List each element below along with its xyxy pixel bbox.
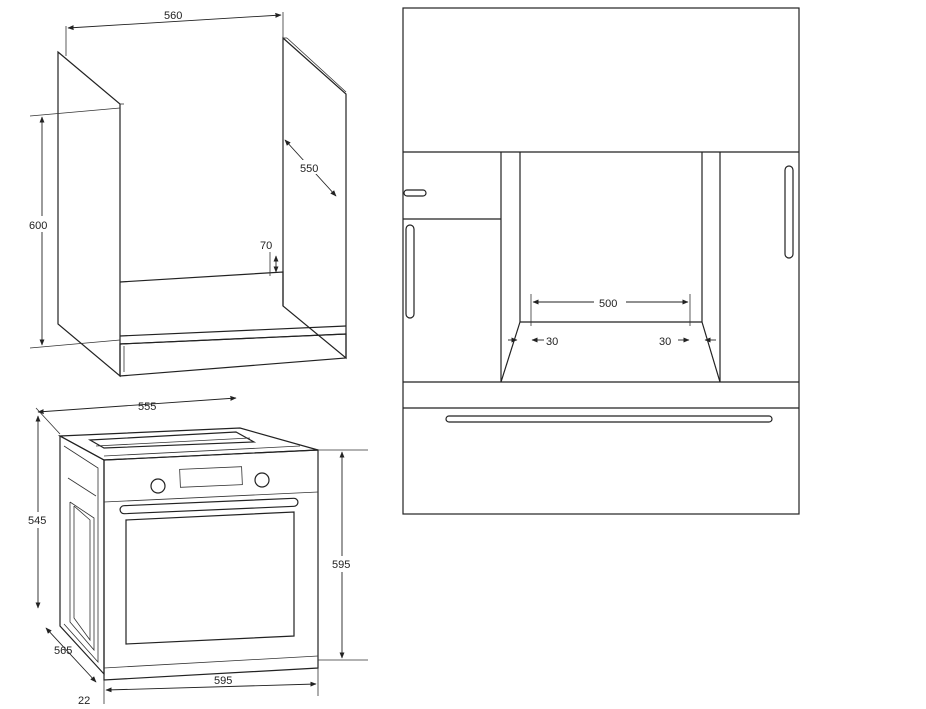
oven-drawing: 555 545 565 595 595 22 xyxy=(26,395,368,707)
oven-left-knob xyxy=(150,478,166,494)
oven-top-depth-label: 555 xyxy=(138,401,156,413)
cabinet-depth-label: 550 xyxy=(300,163,318,175)
oven-top-surface xyxy=(57,427,319,461)
oven-right-knob xyxy=(254,472,270,488)
cabinet-rear-gap-label: 70 xyxy=(260,240,272,252)
cabinet-depth-dimension: 550 xyxy=(284,139,337,197)
oven-side-height-label: 545 xyxy=(28,515,46,527)
niche-width-dimension: 500 xyxy=(530,294,691,326)
oven-door-offset-label: 22 xyxy=(78,695,90,707)
right-clearance-label: 30 xyxy=(659,336,671,348)
oven-door-window xyxy=(125,511,295,645)
cabinet-right-panel xyxy=(282,36,347,360)
cabinet-drawing: 560 600 550 70 xyxy=(28,10,347,378)
oven-front-height-dimension: 595 xyxy=(318,449,368,661)
oven-front-width-dimension: 595 xyxy=(103,668,319,704)
oven-body-depth-dimension: 565 xyxy=(45,627,97,683)
cabinet-width-dimension: 560 xyxy=(65,10,284,56)
left-clearance-label: 30 xyxy=(546,336,558,348)
cabinet-plinth xyxy=(119,333,347,377)
left-drawer-handle xyxy=(403,189,427,197)
right-door-handle xyxy=(784,165,794,259)
oven-front-height-label: 595 xyxy=(332,559,350,571)
bottom-drawer-handle xyxy=(445,415,773,423)
right-clearance-dimension: 30 xyxy=(659,336,716,348)
oven-door-offset-dimension: 22 xyxy=(78,695,90,707)
oven-front-width-label: 595 xyxy=(214,675,232,687)
oven-display xyxy=(179,466,243,488)
cabinet-height-dimension: 600 xyxy=(28,107,121,349)
oven-side-body xyxy=(59,434,105,676)
cabinet-width-label: 560 xyxy=(164,10,182,22)
front-view-outline xyxy=(402,7,800,515)
right-cabinet-door xyxy=(719,152,794,382)
cabinet-height-label: 600 xyxy=(29,220,47,232)
oven-front-panel xyxy=(103,449,319,681)
oven-side-height-dimension: 545 xyxy=(26,415,50,609)
oven-door-handle xyxy=(119,497,299,515)
left-clearance-dimension: 30 xyxy=(508,336,558,348)
oven-body-depth-label: 565 xyxy=(54,645,72,657)
cabinet-rear-gap-dimension: 70 xyxy=(260,240,279,276)
left-door-handle xyxy=(405,224,415,319)
oven-top-depth-dimension: 555 xyxy=(35,395,237,435)
left-cabinet-door xyxy=(403,152,502,382)
niche-width-label: 500 xyxy=(599,298,617,310)
cabinet-left-panel xyxy=(57,50,124,378)
kitchen-front-view: 500 30 30 xyxy=(402,7,800,515)
oven-niche xyxy=(500,152,721,383)
cabinet-floor-panel xyxy=(119,271,347,345)
